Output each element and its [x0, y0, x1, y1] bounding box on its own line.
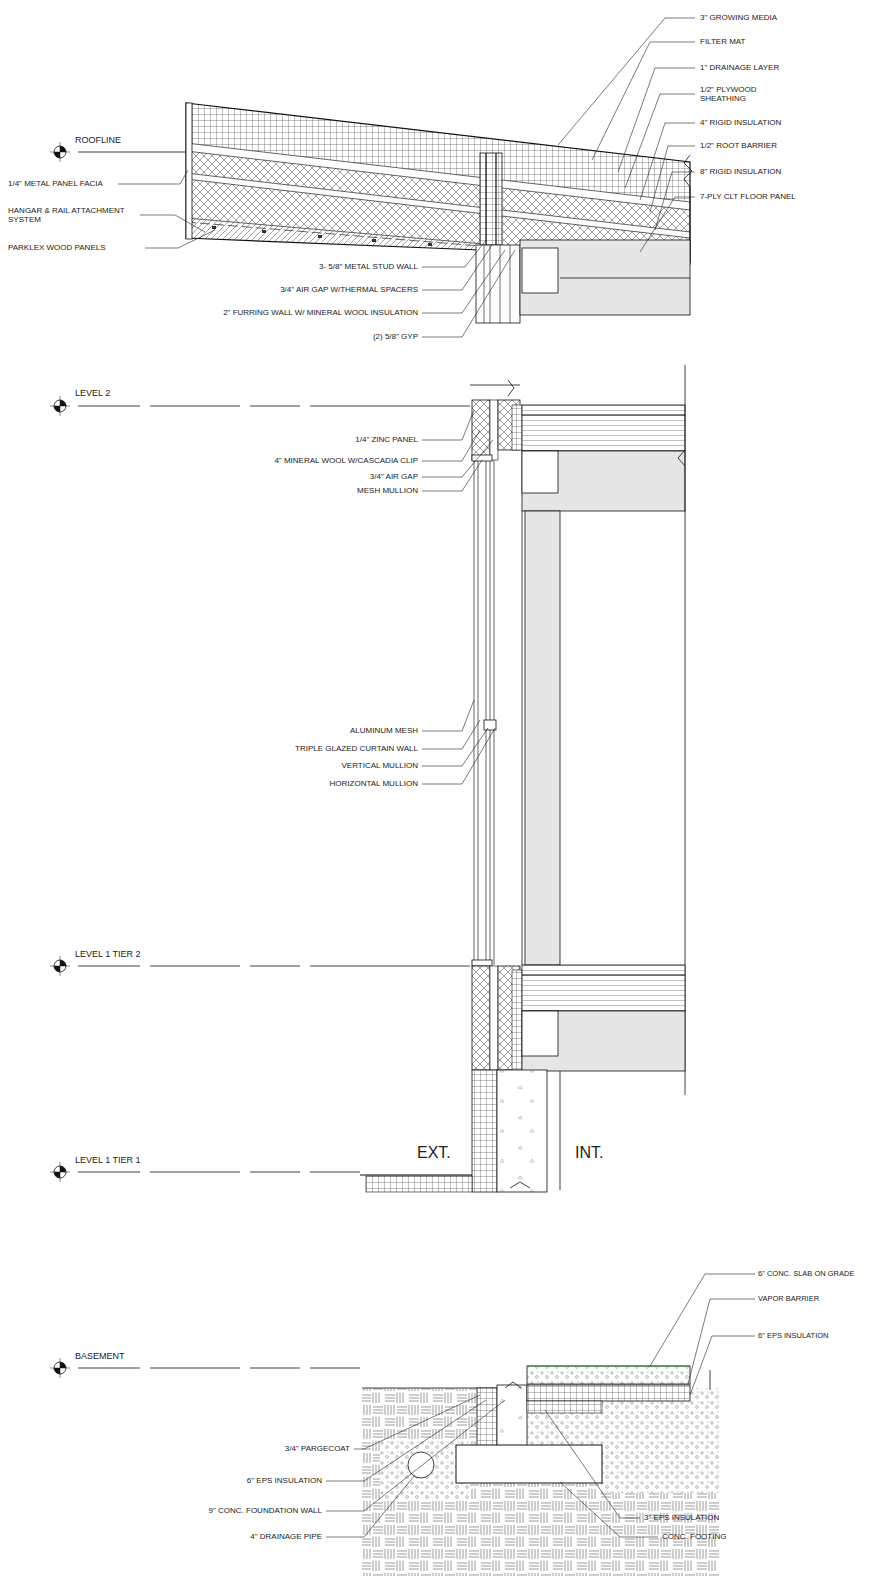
callout-label: FILTER MAT	[700, 37, 745, 46]
level-label: ROOFLINE	[75, 135, 121, 145]
callout-label: 3- 5/8" METAL STUD WALL	[319, 262, 418, 271]
callout-label: 4" RIGID INSULATION	[700, 118, 781, 127]
callout-label: 6" EPS INSULATION	[247, 1476, 322, 1485]
callout-label: 3/4" AIR GAP W/THERMAL SPACERS	[280, 285, 418, 294]
callout-label: MESH MULLION	[357, 486, 418, 495]
side-label: EXT.	[417, 1144, 451, 1162]
callout-label: HORIZONTAL MULLION	[330, 779, 418, 788]
level-label: LEVEL 2	[75, 388, 110, 398]
callout-label: 3" GROWING MEDIA	[700, 13, 777, 22]
callout-label: 4" MINERAL WOOL W/CASCADIA CLIP	[274, 456, 418, 465]
callout-label: HANGAR & RAIL ATTACHMENT SYSTEM	[8, 206, 138, 224]
callout-label: 8" RIGID INSULATION	[700, 167, 781, 176]
callout-label: 3" EPS INSULATION	[644, 1513, 719, 1522]
callout-label: (2) 5/8" GYP	[373, 332, 418, 341]
callout-label: 6" CONC. SLAB ON GRADE	[758, 1270, 854, 1279]
level-label: BASEMENT	[75, 1351, 125, 1361]
side-label: INT.	[575, 1144, 603, 1162]
callout-label: 1/4" METAL PANEL FACIA	[8, 179, 103, 188]
callout-label: 9" CONC. FOUNDATION WALL	[208, 1506, 322, 1515]
callout-label: 3/4" AIR GAP	[370, 472, 418, 481]
level-label: LEVEL 1 TIER 2	[75, 949, 141, 959]
callout-label: 1/2" PLYWOOD SHEATHING	[700, 85, 764, 103]
callout-label: 7-PLY CLT FLOOR PANEL	[700, 192, 796, 201]
callout-label: VERTICAL MULLION	[342, 761, 418, 770]
callout-label: VAPOR BARRIER	[758, 1295, 819, 1304]
callout-label: ALUMINUM MESH	[350, 726, 418, 735]
callout-label: TRIPLE GLAZED CURTAIN WALL	[295, 744, 418, 753]
callout-label: 6" EPS INSULATION	[758, 1332, 828, 1341]
callout-label: 4" DRAINAGE PIPE	[250, 1532, 322, 1541]
callout-label: PARKLEX WOOD PANELS	[8, 243, 106, 252]
callout-label: 1" DRAINAGE LAYER	[700, 63, 779, 72]
callout-label: 2" FURRING WALL W/ MINERAL WOOL INSULATI…	[223, 308, 418, 317]
level-label: LEVEL 1 TIER 1	[75, 1155, 141, 1165]
callout-label: 1/2" ROOT BARRIER	[700, 141, 777, 150]
callout-label: CONC. FOOTING	[662, 1532, 726, 1541]
callout-label: 3/4" PARGECOAT	[285, 1444, 350, 1453]
callout-label: 1/4" ZINC PANEL	[355, 435, 418, 444]
